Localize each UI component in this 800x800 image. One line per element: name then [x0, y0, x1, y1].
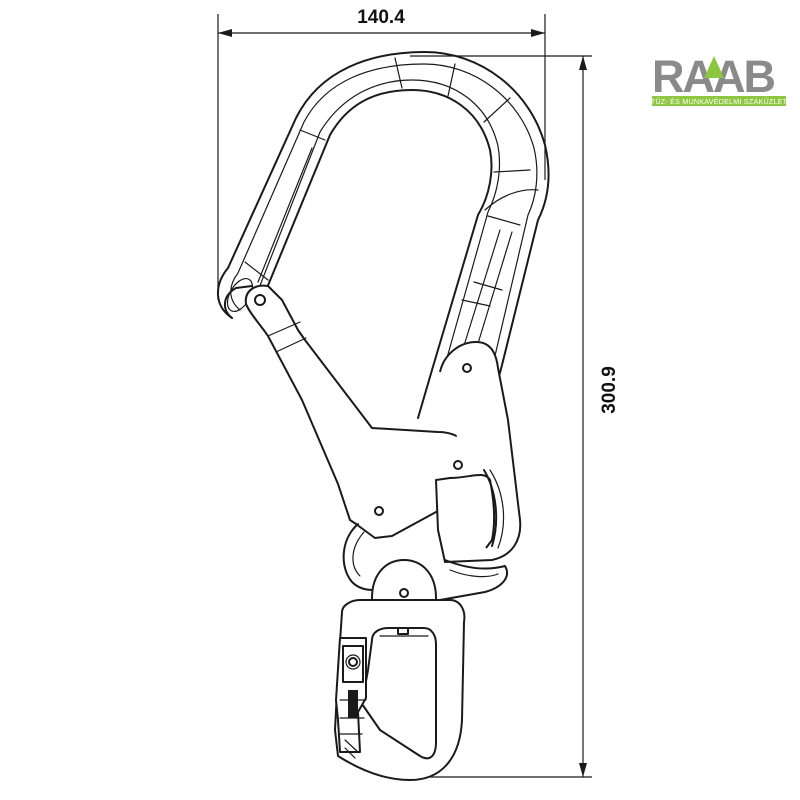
width-dimension-label: 140.4: [357, 7, 405, 28]
width-dimension: 140.4: [217, 7, 546, 300]
logo-accent-triangle: [704, 56, 724, 78]
hook-body: [216, 51, 550, 419]
logo-tagline-band: [652, 96, 786, 106]
height-dimension-label: 300.9: [599, 366, 620, 414]
swivel-eye: [342, 523, 508, 607]
raab-logo: RAAB TŰZ- ÉS MUNKAVÉDELMI SZAKÜZLET: [651, 51, 788, 106]
locking-sleeve: [435, 341, 522, 563]
logo-tagline: TŰZ- ÉS MUNKAVÉDELMI SZAKÜZLET: [651, 97, 788, 106]
lower-carabiner: [334, 599, 466, 781]
height-dimension: 300.9: [410, 55, 620, 778]
